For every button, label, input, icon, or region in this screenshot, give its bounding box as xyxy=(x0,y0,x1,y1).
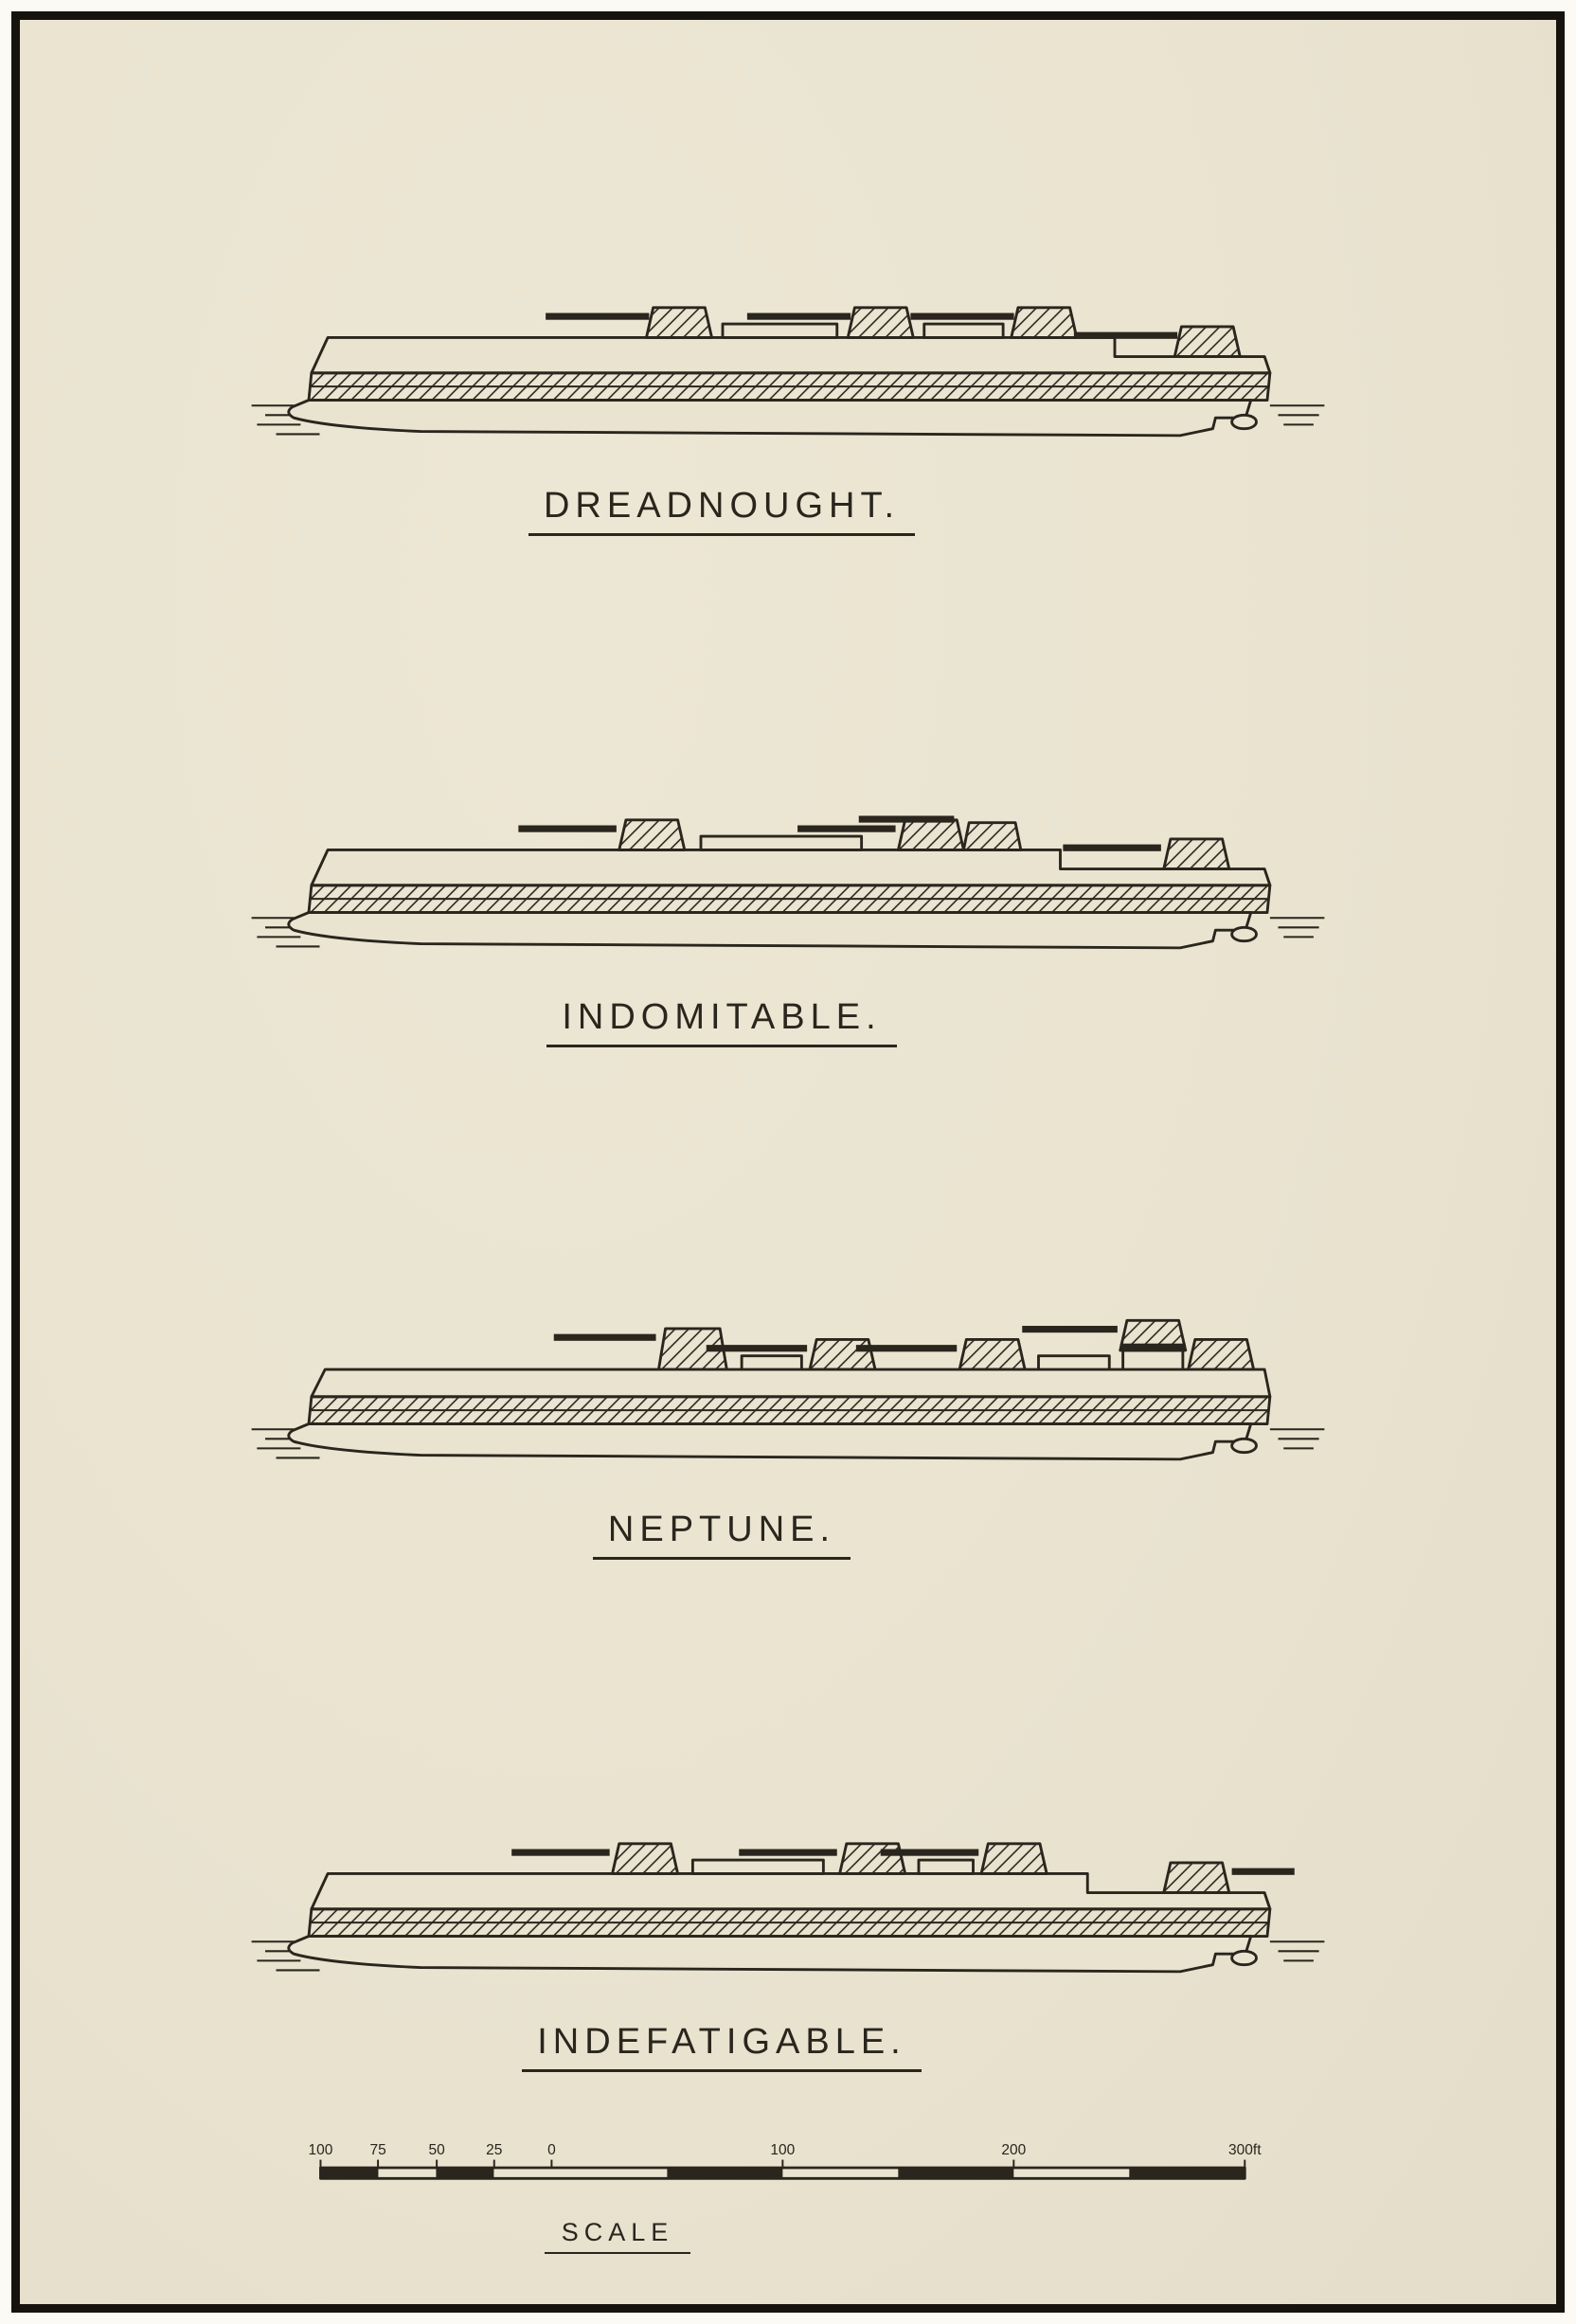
turret xyxy=(1162,837,1231,870)
scale-caption: SCALE xyxy=(544,2218,691,2255)
gun-barrel xyxy=(706,1345,808,1352)
page-frame: DREADNOUGHT. xyxy=(11,11,1565,2313)
ship-figure-neptune: NEPTUNE. xyxy=(234,1282,1342,1560)
lower-hull xyxy=(287,1934,1253,1974)
turret xyxy=(979,1842,1048,1875)
indomitable-profile-drawing xyxy=(251,815,1325,949)
stern-boss xyxy=(1230,413,1258,431)
lower-hull xyxy=(287,1422,1253,1461)
superstructure xyxy=(690,1858,975,1875)
freeboard xyxy=(310,1368,1272,1399)
freeboard xyxy=(310,335,1272,375)
scale-tick-label: 200 xyxy=(1001,2141,1026,2157)
lower-hull xyxy=(287,399,1253,438)
turret xyxy=(1162,1861,1231,1894)
ship-figure-dreadnought: DREADNOUGHT. xyxy=(234,259,1342,536)
neptune-profile-drawing xyxy=(251,1319,1325,1461)
gun-barrel xyxy=(1022,1326,1118,1333)
turret xyxy=(958,1338,1027,1371)
gun-barrel xyxy=(1231,1868,1295,1875)
ship-caption-indefatigable: INDEFATIGABLE. xyxy=(522,2022,922,2072)
stern-boss xyxy=(1230,1438,1258,1455)
page-content: DREADNOUGHT. xyxy=(20,20,1556,2255)
gun-barrel xyxy=(518,825,617,832)
turret xyxy=(838,1842,907,1875)
dreadnought-profile-drawing xyxy=(251,306,1325,438)
scale-bar-segments xyxy=(320,2167,1245,2178)
turret xyxy=(1010,306,1079,339)
turrets xyxy=(546,306,1242,358)
gun-barrel xyxy=(910,313,1014,320)
scale-tick-label: 25 xyxy=(486,2141,502,2157)
gun-barrel xyxy=(855,1345,958,1352)
turret xyxy=(657,1327,728,1371)
freeboard xyxy=(310,848,1272,886)
turret xyxy=(1173,325,1242,358)
gun-barrel xyxy=(1119,1343,1186,1351)
gun-barrel xyxy=(880,1849,979,1856)
scale-tick-label: 300ft xyxy=(1228,2141,1262,2157)
gun-barrel xyxy=(1063,844,1161,851)
turret xyxy=(897,817,965,851)
stern-boss xyxy=(1230,925,1258,942)
scale-tick-label: 100 xyxy=(309,2141,333,2157)
turret xyxy=(645,306,713,339)
ship-caption-dreadnought: DREADNOUGHT. xyxy=(528,486,916,536)
turret xyxy=(846,306,915,339)
superstructure xyxy=(699,834,864,851)
gun-barrel xyxy=(511,1849,610,1856)
hull xyxy=(287,848,1272,949)
scale-tick-label: 75 xyxy=(369,2141,385,2157)
superstructure xyxy=(721,322,1005,339)
hull xyxy=(287,1871,1272,1974)
waterline-right xyxy=(1269,1428,1325,1450)
turret xyxy=(618,817,687,851)
hull xyxy=(287,1368,1272,1461)
stern-boss xyxy=(1230,1949,1258,1966)
gun-barrel xyxy=(1073,331,1178,339)
turret xyxy=(1187,1338,1256,1371)
indefatigable-profile-drawing xyxy=(251,1842,1325,1974)
scale-bar-drawing: 100 75 50 25 0 100 200 300ft xyxy=(309,2141,1262,2180)
gun-barrel xyxy=(546,313,650,320)
turrets xyxy=(518,815,1231,870)
hull xyxy=(287,335,1272,438)
ship-figure-indomitable: INDOMITABLE. xyxy=(234,771,1342,1048)
superstructure xyxy=(740,1349,1185,1371)
turrets xyxy=(511,1842,1295,1894)
scale-tick-label: 0 xyxy=(547,2141,556,2157)
aft-barbette xyxy=(1121,1349,1185,1371)
waterline-right xyxy=(1269,916,1325,939)
gun-barrel xyxy=(746,313,851,320)
ship-caption-indomitable: INDOMITABLE. xyxy=(546,997,897,1048)
freeboard xyxy=(310,1871,1272,1911)
waterline-right xyxy=(1269,404,1325,426)
scale-section: 100 75 50 25 0 100 200 300ft xyxy=(267,2138,1309,2255)
lower-hull xyxy=(287,910,1253,949)
gun-barrel xyxy=(553,1333,656,1342)
scale-tick-label: 100 xyxy=(770,2141,795,2157)
waterline-right xyxy=(1269,1940,1325,1962)
gun-barrel xyxy=(739,1849,837,1856)
ship-caption-neptune: NEPTUNE. xyxy=(592,1510,851,1560)
turret xyxy=(962,820,1023,851)
turret xyxy=(611,1842,679,1875)
turret xyxy=(808,1338,877,1371)
scale-tick-label: 50 xyxy=(429,2141,446,2157)
ship-figure-indefatigable: INDEFATIGABLE. xyxy=(234,1795,1342,2072)
turrets xyxy=(553,1319,1256,1371)
gun-barrel xyxy=(797,825,896,832)
